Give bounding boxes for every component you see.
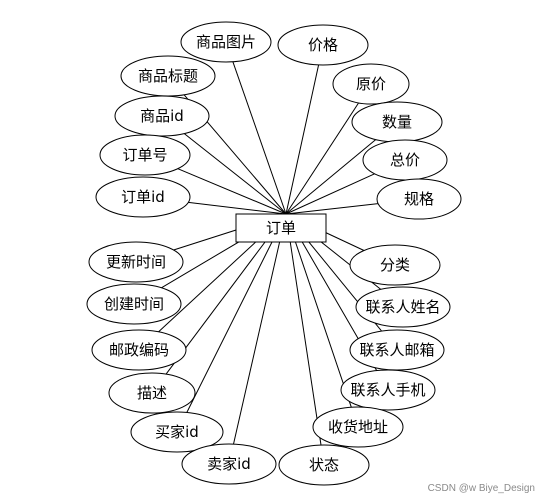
attribute-label: 买家id <box>155 423 199 441</box>
attribute-node-16: 描述 <box>108 372 196 414</box>
attribute-node-14: 邮政编码 <box>91 329 187 371</box>
attribute-label: 商品标题 <box>138 67 198 85</box>
attribute-node-3: 原价 <box>332 63 410 105</box>
attribute-label: 更新时间 <box>106 253 166 271</box>
attribute-ellipse <box>99 134 191 176</box>
attribute-node-8: 订单id <box>95 176 191 218</box>
attribute-ellipse <box>376 178 462 220</box>
attribute-label: 联系人姓名 <box>365 298 440 316</box>
attribute-node-12: 创建时间 <box>86 283 182 325</box>
attribute-ellipse <box>340 369 436 411</box>
attribute-label: 订单号 <box>122 146 167 164</box>
attribute-label: 总价 <box>390 151 420 169</box>
attribute-label: 商品id <box>140 107 184 125</box>
attribute-node-10: 更新时间 <box>88 241 184 283</box>
attribute-node-20: 卖家id <box>181 443 277 485</box>
connector-line-8 <box>188 201 287 215</box>
connector-line-3 <box>285 102 360 215</box>
attribute-node-5: 数量 <box>351 101 443 143</box>
attribute-ellipse <box>349 244 441 286</box>
attribute-node-4: 商品id <box>114 95 210 137</box>
attribute-ellipse <box>355 286 451 328</box>
attribute-label: 邮政编码 <box>109 341 169 359</box>
attribute-label: 商品图片 <box>196 33 256 51</box>
connector-line-7 <box>285 173 375 215</box>
attribute-label: 创建时间 <box>104 295 164 313</box>
attribute-label: 规格 <box>404 190 434 208</box>
attribute-label: 分类 <box>380 256 410 274</box>
entity-box: 订单 <box>235 213 327 243</box>
attribute-ellipse <box>91 329 187 371</box>
attribute-label: 订单id <box>121 188 165 206</box>
attribute-label: 数量 <box>382 113 412 131</box>
attribute-node-15: 联系人邮箱 <box>349 329 445 371</box>
attribute-node-9: 规格 <box>376 178 462 220</box>
connector-line-9 <box>285 203 379 215</box>
connector-line-5 <box>285 139 377 215</box>
attribute-ellipse <box>88 241 184 283</box>
attribute-node-17: 联系人手机 <box>340 369 436 411</box>
attribute-ellipse <box>108 372 196 414</box>
entity-label: 订单 <box>266 219 296 237</box>
watermark: CSDN @w Biye_Design <box>427 483 535 494</box>
connector-line-0 <box>232 61 287 215</box>
attribute-ellipse <box>130 411 224 453</box>
attribute-label: 描述 <box>137 384 167 402</box>
attribute-ellipse <box>278 444 370 486</box>
attribute-label: 状态 <box>309 456 339 474</box>
attribute-node-11: 分类 <box>349 244 441 286</box>
attribute-node-2: 商品标题 <box>120 55 216 97</box>
attribute-ellipse <box>180 21 272 63</box>
attribute-ellipse <box>332 63 410 105</box>
attribute-ellipse <box>312 406 404 448</box>
attribute-node-1: 价格 <box>277 24 369 66</box>
attribute-node-7: 总价 <box>362 139 448 181</box>
attribute-label: 卖家id <box>207 455 251 473</box>
attribute-node-6: 订单号 <box>99 134 191 176</box>
attribute-label: 收货地址 <box>328 418 388 436</box>
connector-line-21 <box>285 213 322 446</box>
connector-line-18 <box>186 213 287 413</box>
connector-line-4 <box>183 133 287 215</box>
attribute-label: 联系人邮箱 <box>359 341 434 359</box>
connector-line-6 <box>177 168 287 215</box>
connector-line-20 <box>233 213 287 445</box>
connector-line-19 <box>285 213 352 408</box>
attribute-node-19: 收货地址 <box>312 406 404 448</box>
attribute-label: 联系人手机 <box>350 381 425 399</box>
attribute-ellipse <box>95 176 191 218</box>
attribute-ellipse <box>277 24 369 66</box>
attribute-node-21: 状态 <box>278 444 370 486</box>
attribute-label: 价格 <box>308 36 338 54</box>
attribute-ellipse <box>86 283 182 325</box>
attribute-node-18: 买家id <box>130 411 224 453</box>
attribute-node-0: 商品图片 <box>180 21 272 63</box>
attribute-node-13: 联系人姓名 <box>355 286 451 328</box>
attribute-ellipse <box>181 443 277 485</box>
attribute-label: 原价 <box>356 75 386 93</box>
connector-line-1 <box>285 64 320 215</box>
